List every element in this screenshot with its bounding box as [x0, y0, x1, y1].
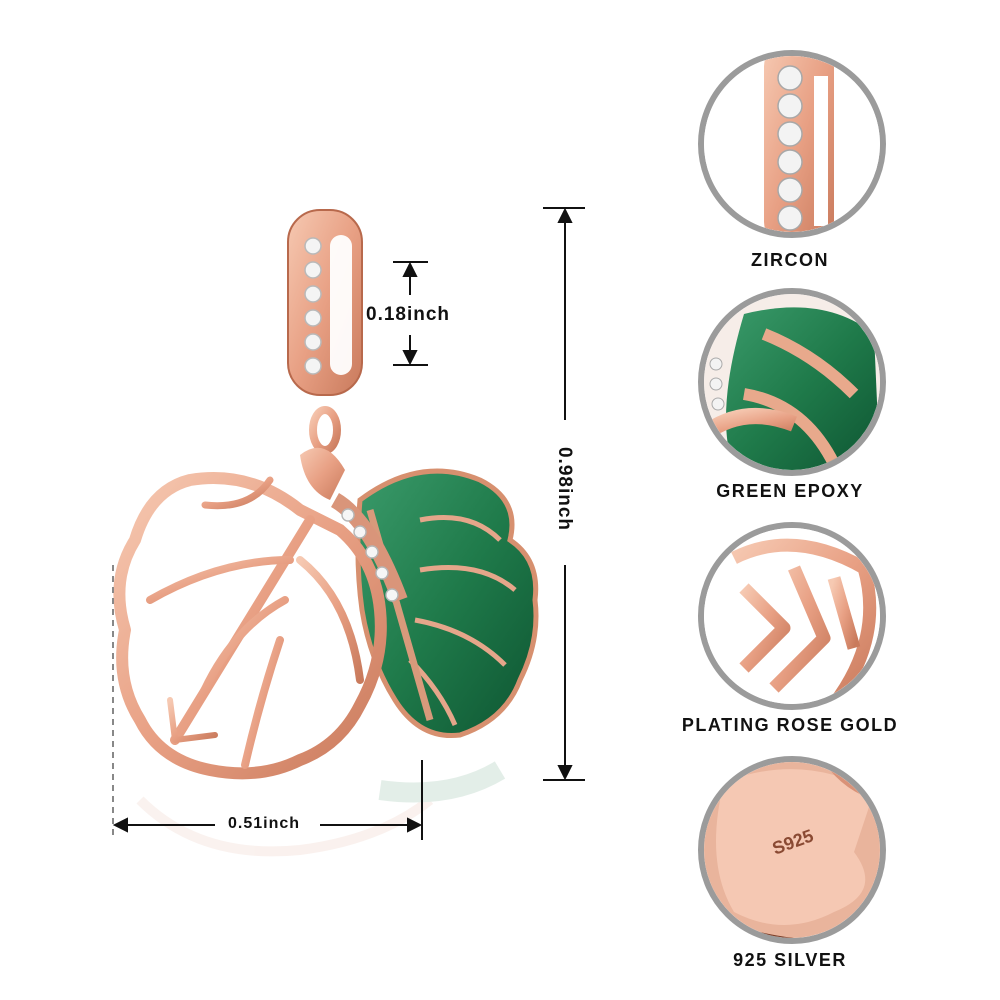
zircon-closeup-icon — [698, 50, 886, 238]
rose-gold-closeup-icon — [698, 522, 886, 710]
bail-height-dimension — [393, 261, 428, 366]
zircon-row — [304, 237, 322, 375]
bail — [287, 209, 363, 500]
rose-gold-leaf — [113, 472, 387, 780]
feature-label-925-silver: 925 SILVER — [733, 950, 847, 970]
bail-height-label: 0.18inch — [366, 304, 451, 326]
zircon-stem — [330, 493, 408, 603]
feature-label-zircon: ZIRCON — [751, 250, 829, 270]
total-height-dimension — [543, 207, 585, 781]
green-leaf — [355, 468, 539, 739]
feature-label-rose-gold: PLATING ROSE GOLD — [681, 715, 899, 735]
width-label: 0.51inch — [224, 815, 305, 833]
total-height-label: 0.98inch — [553, 439, 575, 539]
feature-label-green-epoxy: GREEN EPOXY — [716, 481, 864, 501]
reflection — [136, 761, 506, 857]
width-dimension — [112, 565, 423, 840]
silver-stamp-closeup-icon — [698, 756, 886, 944]
green-epoxy-closeup-icon — [698, 288, 886, 476]
